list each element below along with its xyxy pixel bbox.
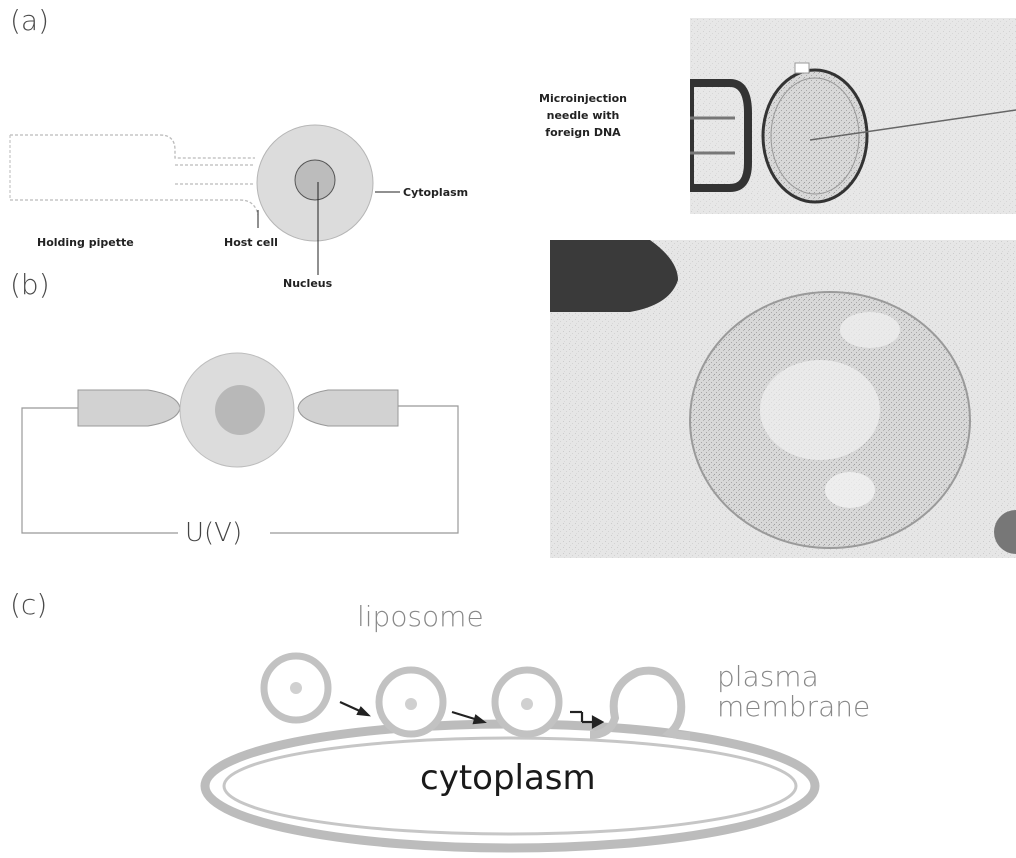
liposome-3	[495, 670, 559, 734]
right-electrode	[298, 390, 398, 426]
host-cell-label: Host cell	[224, 236, 278, 249]
liposome-2	[379, 670, 443, 734]
plasma-membrane-label: plasma membrane	[717, 662, 870, 722]
liposome-1	[264, 656, 328, 720]
needle-caption-line-1: Microinjection	[508, 90, 658, 107]
nucleus	[295, 160, 335, 200]
cell-nucleus	[215, 385, 265, 435]
cytoplasm-c-label: cytoplasm	[420, 758, 596, 798]
nucleus-label: Nucleus	[283, 277, 332, 290]
liposome-label: liposome	[357, 600, 484, 633]
microinjection-photo	[690, 18, 1016, 214]
cytoplasm-label: Cytoplasm	[403, 186, 468, 199]
holding-pipette-shape	[10, 135, 258, 215]
holding-pipette-label: Holding pipette	[37, 236, 134, 249]
panel-b-label: (b)	[10, 268, 50, 301]
voltage-label: U(V)	[185, 518, 242, 548]
needle-caption-line-2: needle with	[508, 107, 658, 124]
left-electrode	[78, 390, 180, 426]
panel-c-label: (c)	[10, 588, 47, 621]
needle-caption: Microinjection needle with foreign DNA	[508, 90, 658, 141]
plasma-membrane-line-2: membrane	[717, 692, 870, 722]
plasma-membrane-line-1: plasma	[717, 662, 870, 692]
electroporation-photo	[550, 240, 1016, 558]
needle-caption-line-3: foreign DNA	[508, 124, 658, 141]
panel-a-label: (a)	[10, 4, 49, 37]
